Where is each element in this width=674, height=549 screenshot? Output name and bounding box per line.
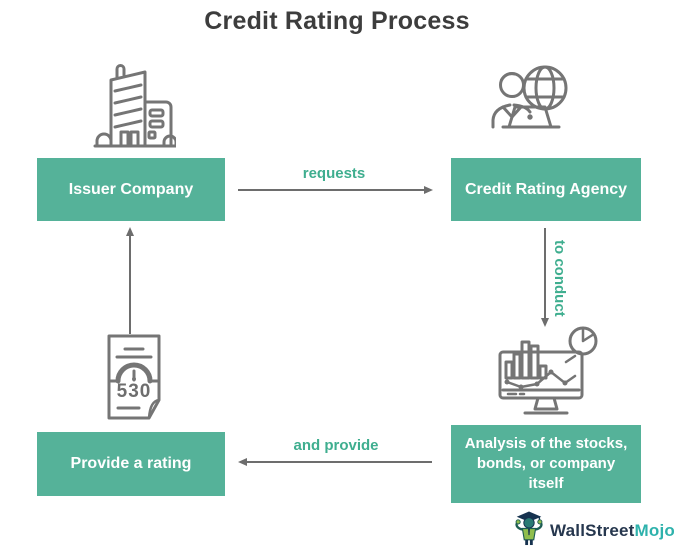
arrow-and-provide-line xyxy=(247,461,432,463)
node-issuer-company: Issuer Company xyxy=(37,158,225,221)
credit-score-document-icon: 530 xyxy=(98,330,170,424)
node-provide-rating-label: Provide a rating xyxy=(70,455,192,472)
arrow-rating-to-issuer-head-icon xyxy=(125,227,134,236)
office-building-icon xyxy=(84,60,176,152)
arrow-to-conduct-line xyxy=(544,228,546,318)
node-issuer-company-label: Issuer Company xyxy=(68,180,194,198)
wallstreetmojo-mascot-icon xyxy=(512,510,546,549)
arrow-requests-head-icon xyxy=(424,185,433,194)
credit-score-value: 530 xyxy=(116,381,152,402)
node-analysis: Analysis of the stocks, bonds, or compan… xyxy=(451,425,641,503)
arrow-and-provide-head-icon xyxy=(238,457,247,466)
page-title: Credit Rating Process xyxy=(204,7,470,35)
arrow-to-conduct-label: to conduct xyxy=(551,239,568,317)
arrow-and-provide-label: and provide xyxy=(293,437,379,454)
arrow-requests-line xyxy=(238,189,424,191)
arrow-to-conduct-head-icon xyxy=(540,318,549,327)
arrow-requests-label: requests xyxy=(302,165,366,182)
monitor-charts-icon xyxy=(494,326,598,420)
node-provide-rating: Provide a rating xyxy=(37,432,225,496)
logo-mojo-text: Mojo xyxy=(634,521,674,540)
node-analysis-label: Analysis of the stocks, bonds, or compan… xyxy=(464,435,628,492)
wallstreetmojo-logo-text: WallStreetMojo xyxy=(550,521,674,541)
node-credit-rating-agency-label: Credit Rating Agency xyxy=(464,180,628,198)
logo-wallstreet-text: WallStreet xyxy=(550,521,635,540)
node-credit-rating-agency: Credit Rating Agency xyxy=(451,158,641,221)
analyst-with-globe-icon xyxy=(488,60,572,150)
wallstreetmojo-logo: WallStreetMojo xyxy=(512,510,674,549)
arrow-rating-to-issuer-line xyxy=(129,236,131,334)
